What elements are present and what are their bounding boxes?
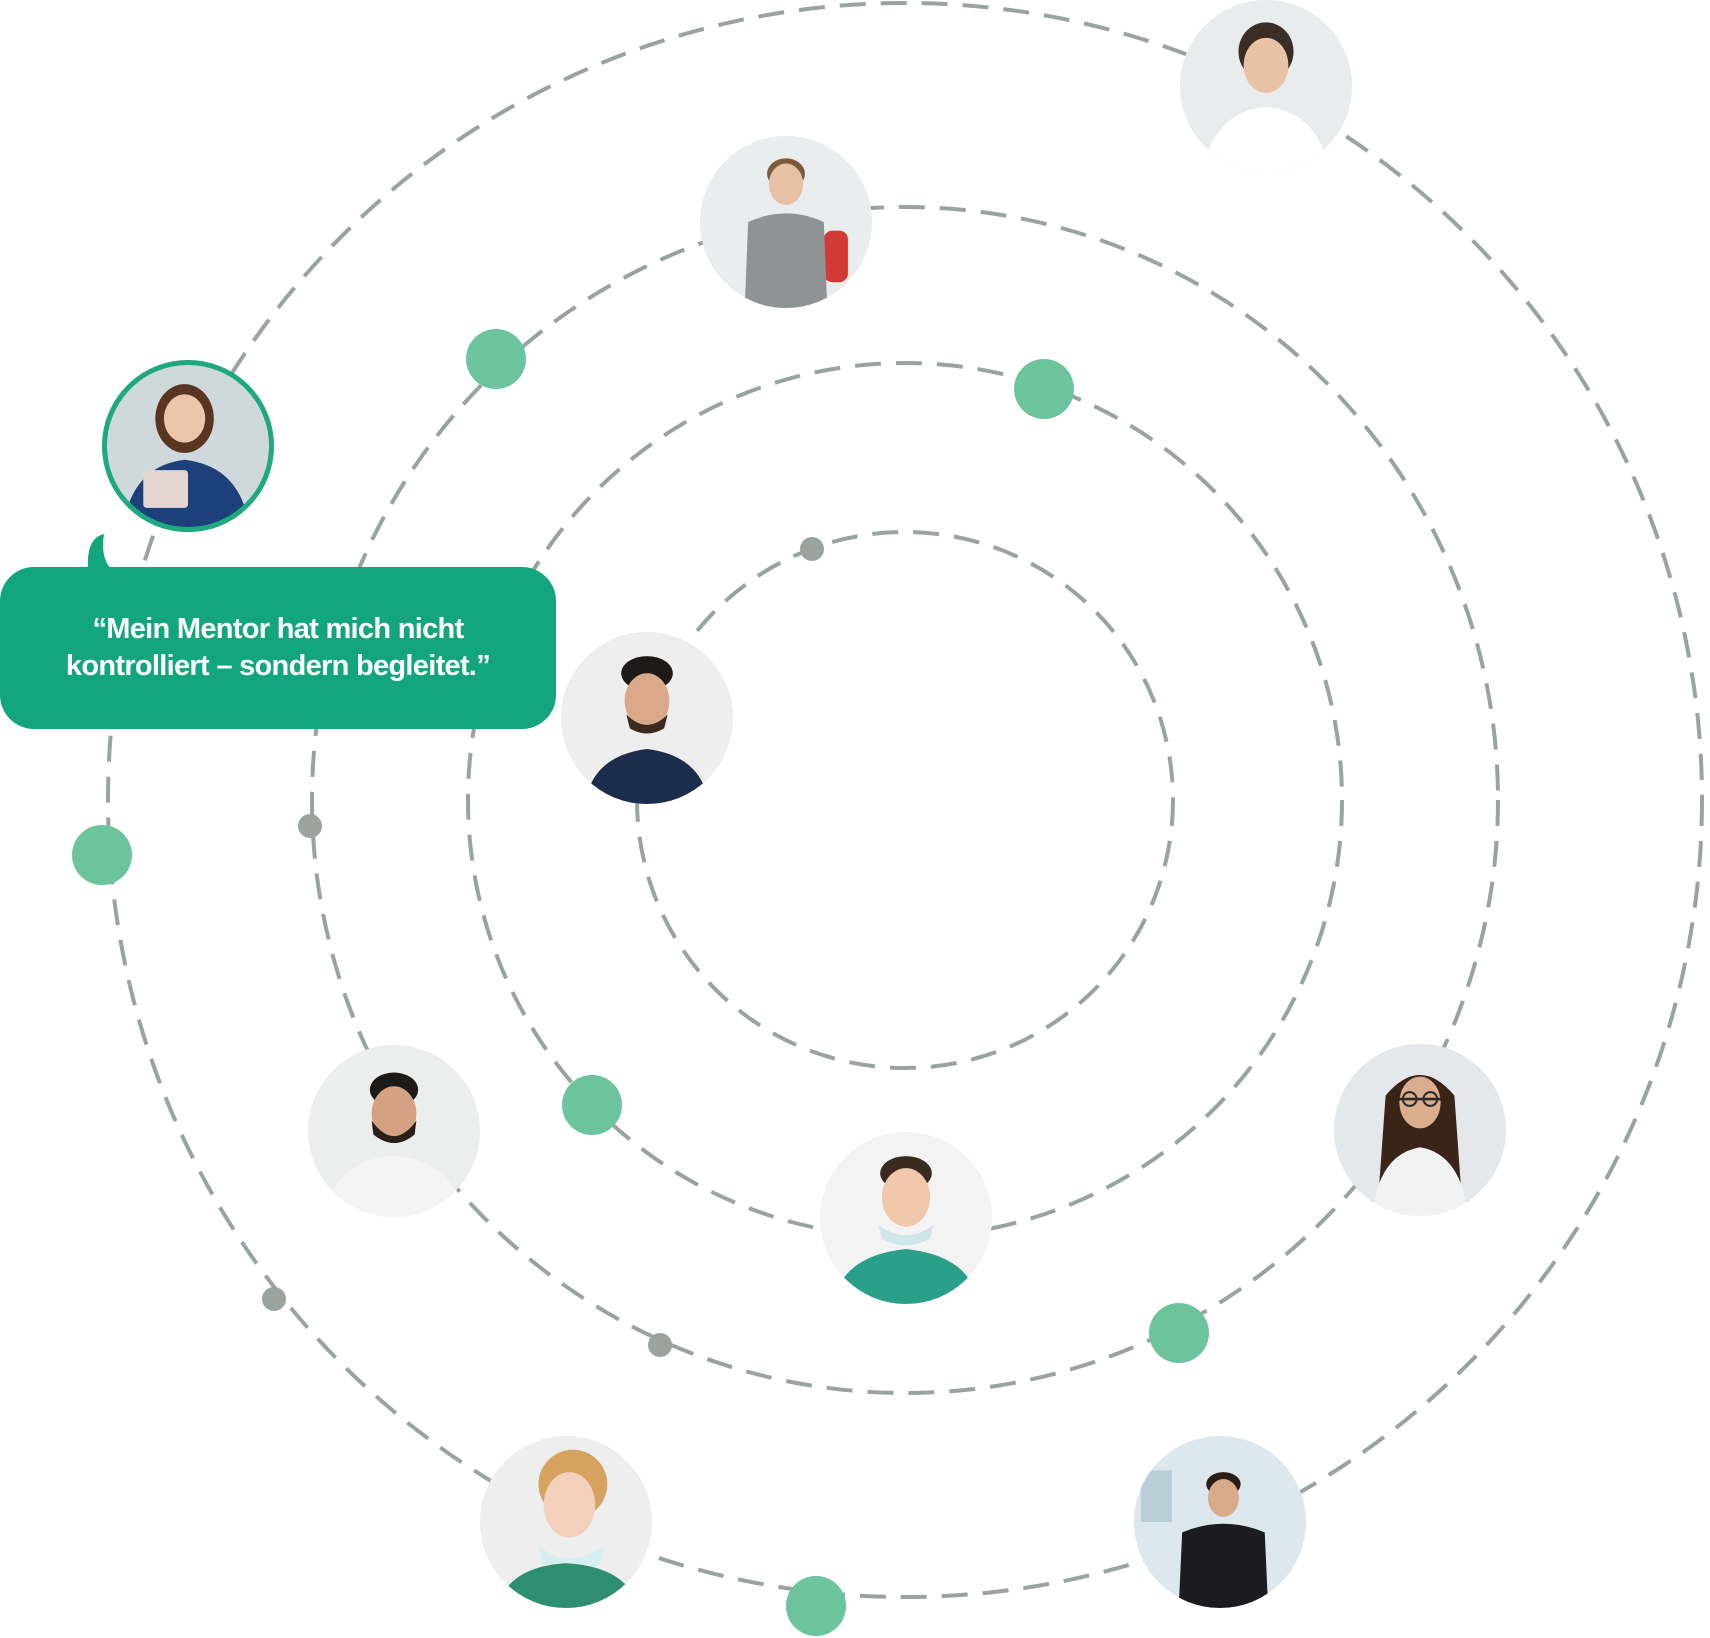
orbit-ring-2: [466, 361, 1344, 1239]
avatar-woman-glasses-white-coat[interactable]: [1334, 1044, 1506, 1216]
orbit-ring-3: [310, 205, 1500, 1395]
avatar-man-teal-scrubs[interactable]: [820, 1132, 992, 1304]
portrait-woman-icon: [480, 1436, 652, 1608]
orbit-dot-green: [562, 1075, 622, 1135]
portrait-woman-icon: [1180, 0, 1352, 172]
speech-bubble-tail: [87, 534, 112, 570]
orbit-ring-4: [106, 1, 1704, 1599]
orbit-dot-green: [72, 825, 132, 885]
orbit-dots: [72, 329, 1209, 1636]
avatar-woman-white-uniform[interactable]: [1180, 0, 1352, 172]
orbit-dot-green: [1149, 1303, 1209, 1363]
orbit-ring-1: [635, 530, 1175, 1070]
portrait-man-icon: [1134, 1436, 1306, 1608]
portrait-woman-icon: [1334, 1044, 1506, 1216]
orbit-dot-green: [786, 1576, 846, 1636]
portrait-man-icon: [308, 1045, 480, 1217]
orbit-dot-gray: [648, 1333, 672, 1357]
portrait-man-icon: [561, 632, 733, 804]
orbit-dot-green: [1014, 359, 1074, 419]
portrait-man-icon: [820, 1132, 992, 1304]
portrait-woman-icon: [102, 360, 274, 532]
orbit-dot-gray: [262, 1287, 286, 1311]
orbit-dot-green: [466, 329, 526, 389]
quote-speech-bubble: “Mein Mentor hat mich nicht kontrolliert…: [0, 567, 556, 729]
quote-line-1: “Mein Mentor hat mich nicht: [92, 613, 464, 645]
avatar-blonde-woman-green-scrubs[interactable]: [480, 1436, 652, 1608]
quote-line-2: kontrolliert – sondern begleitet.”: [65, 650, 491, 682]
avatar-young-man-grey-sweater[interactable]: [700, 136, 872, 308]
orbit-dot-gray: [298, 814, 322, 838]
portrait-man-icon: [700, 136, 872, 308]
orbit-dot-gray: [800, 537, 824, 561]
avatar-woman-tablet-active[interactable]: [102, 360, 274, 532]
avatar-bearded-man-white-coat[interactable]: [308, 1045, 480, 1217]
quote-text: “Mein Mentor hat mich nicht kontrolliert…: [65, 611, 491, 685]
avatar-smiling-man-navy[interactable]: [561, 632, 733, 804]
avatar-man-black-scrubs[interactable]: [1134, 1436, 1306, 1608]
